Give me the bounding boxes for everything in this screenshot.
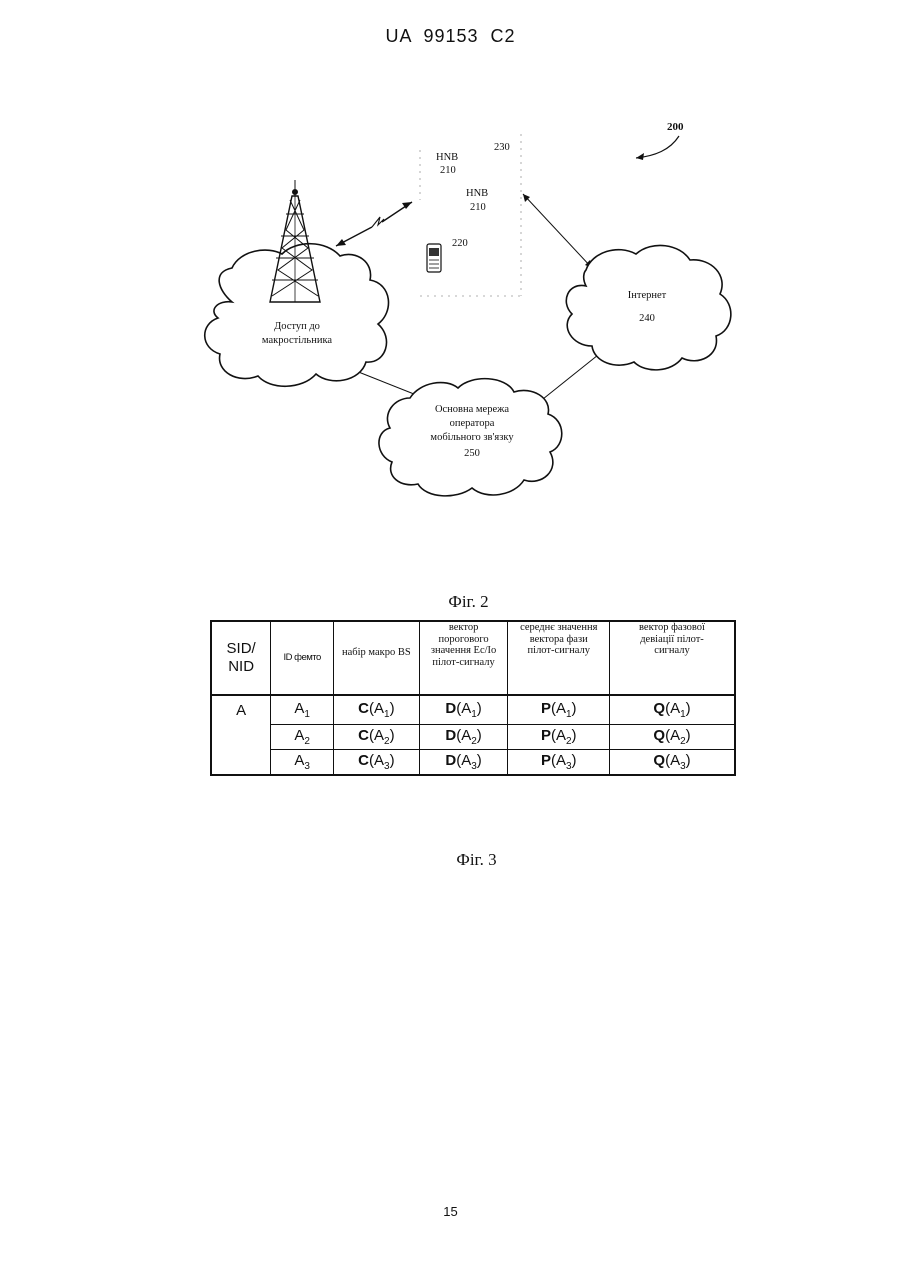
table-row: A2 C(A2) D(A2) P(A2) Q(A2)	[211, 725, 735, 750]
header-mean-line-3: пілот-сигналу	[528, 645, 590, 656]
core-network-line-1: Основна мережа	[435, 404, 509, 415]
header-nid: NID	[228, 658, 254, 675]
internet-number: 240	[639, 313, 655, 324]
sid-value-cell: A	[211, 695, 271, 775]
ref-220-label: 220	[452, 238, 468, 249]
internet-label: Інтернет	[628, 290, 667, 301]
header-threshold-line-1: вектор	[449, 622, 478, 633]
header-sid-nid: SID/ NID	[211, 621, 271, 695]
mobile-device-icon	[427, 244, 441, 272]
femto-id-cell: A1	[271, 695, 334, 725]
core-network-line-3: мобільного зв'язку	[430, 432, 514, 443]
figure-2-caption: Фіг. 2	[18, 592, 901, 612]
header-phase-deviation: вектор фазової девіації пілот- сигналу	[610, 621, 735, 695]
header-threshold-line-3: значення Ec/Io	[431, 645, 496, 656]
hnb-1-number: 210	[440, 165, 456, 176]
header-mean-phase: середнє значення вектора фази пілот-сигн…	[508, 621, 610, 695]
table-row: A A1 C(A1) D(A1) P(A1) Q(A1)	[211, 695, 735, 725]
header-dev-line-3: сигналу	[654, 645, 689, 656]
page-number: 15	[0, 1204, 901, 1219]
table-header-row: SID/ NID ID фемто набір макро BS вектор …	[211, 621, 735, 695]
mean-phase-cell: P(A3)	[508, 750, 610, 776]
phase-deviation-cell: Q(A1)	[610, 695, 735, 725]
macro-cloud-line-2: макростільника	[262, 335, 332, 346]
femto-id-cell: A2	[271, 725, 334, 750]
hnb-2-label: HNB	[466, 188, 488, 199]
header-threshold-vector: вектор порогового значення Ec/Io пілот-с…	[419, 621, 508, 695]
threshold-cell: D(A3)	[419, 750, 508, 776]
hnb-2-number: 210	[470, 202, 486, 213]
figure-3-caption: Фіг. 3	[26, 850, 901, 870]
hnb-1-label: HNB	[436, 152, 458, 163]
header-mean-line-2: вектора фази	[530, 634, 588, 645]
ref-230-label: 230	[494, 142, 510, 153]
core-network-line-2: оператора	[450, 418, 495, 429]
phase-deviation-cell: Q(A2)	[610, 725, 735, 750]
ref-200-arrowhead	[636, 153, 644, 160]
network-diagram: 200 230 HNB 210 HNB 210 220 Доступ до ма…	[0, 0, 901, 560]
ref-200-label: 200	[667, 121, 684, 133]
header-mean-line-1: середнє значення	[520, 622, 597, 633]
macro-bs-cell: C(A1)	[334, 695, 420, 725]
femto-id-cell: A3	[271, 750, 334, 776]
macro-bs-cell: C(A3)	[334, 750, 420, 776]
macro-bs-cell: C(A2)	[334, 725, 420, 750]
threshold-cell: D(A1)	[419, 695, 508, 725]
header-macro-bs: набір макро BS	[334, 621, 420, 695]
phase-deviation-cell: Q(A3)	[610, 750, 735, 776]
internet-cloud	[566, 245, 731, 369]
macro-cloud-line-1: Доступ до	[274, 321, 320, 332]
wireless-link	[336, 202, 412, 246]
header-dev-line-1: вектор фазової	[639, 622, 705, 633]
femto-parameters-table: SID/ NID ID фемто набір макро BS вектор …	[210, 620, 736, 776]
threshold-cell: D(A2)	[419, 725, 508, 750]
mean-phase-cell: P(A1)	[508, 695, 610, 725]
header-dev-line-2: девіації пілот-	[640, 634, 704, 645]
header-threshold-line-4: пілот-сигналу	[432, 657, 494, 668]
connection-lines	[356, 194, 598, 403]
header-threshold-line-2: порогового	[439, 634, 489, 645]
header-femto-id: ID фемто	[271, 621, 334, 695]
table-row: A3 C(A3) D(A3) P(A3) Q(A3)	[211, 750, 735, 776]
macro-access-cloud	[205, 244, 389, 387]
header-sid: SID/	[227, 640, 256, 657]
mean-phase-cell: P(A2)	[508, 725, 610, 750]
core-network-number: 250	[464, 448, 480, 459]
